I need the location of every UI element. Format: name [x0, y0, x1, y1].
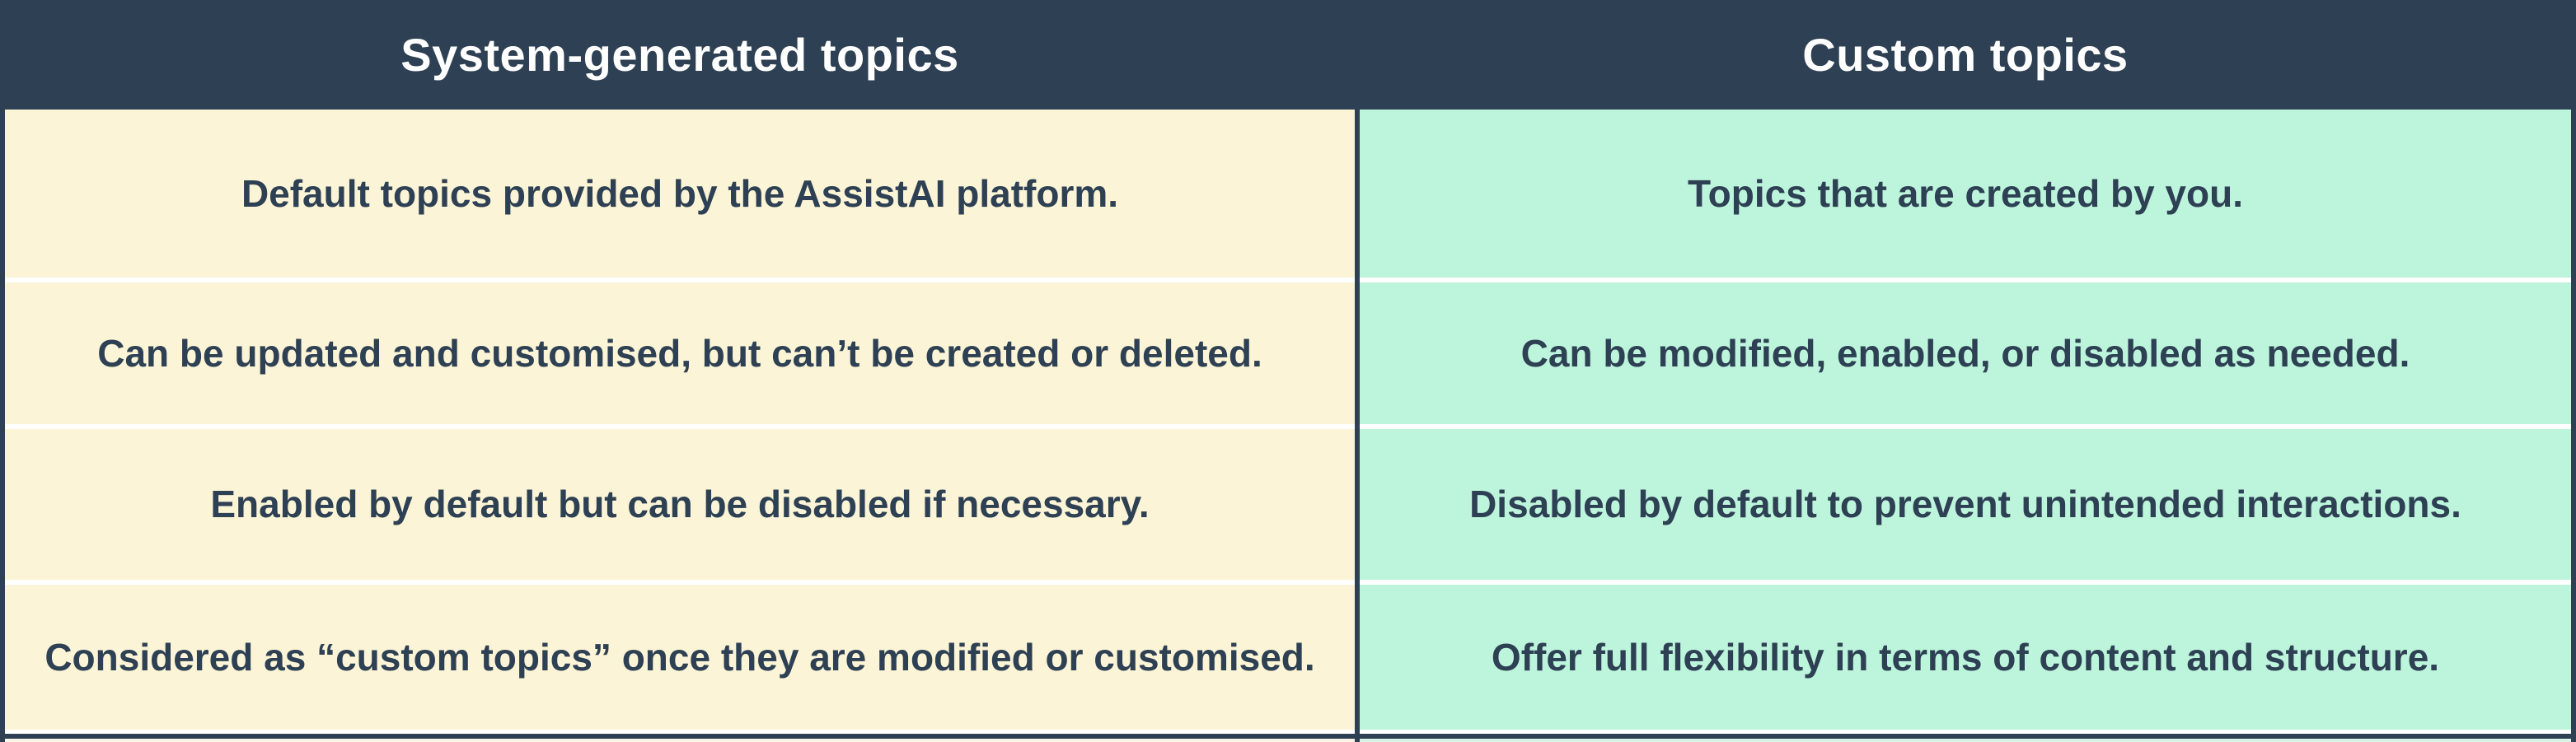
table-header-row: System-generated topics Custom topics	[0, 0, 2576, 110]
column-header-custom-topics: Custom topics	[1802, 29, 2129, 81]
system-cell-row4: Considered as “custom topics” once they …	[5, 585, 1355, 730]
system-cell-row2: Can be updated and customised, but can’t…	[5, 282, 1355, 424]
system-cell-row1: Default topics provided by the AssistAI …	[5, 110, 1355, 278]
custom-cell-row3: Disabled by default to prevent unintende…	[1360, 429, 2571, 580]
system-generated-column: Default topics provided by the AssistAI …	[5, 110, 1355, 742]
custom-cell-row4: Offer full flexibility in terms of conte…	[1360, 585, 2571, 730]
custom-cell-row1: Topics that are created by you.	[1360, 110, 2571, 278]
custom-topics-column: Topics that are created by you. Can be m…	[1360, 110, 2571, 742]
custom-cell-row2: Can be modified, enabled, or disabled as…	[1360, 282, 2571, 424]
column-header-system-generated-topics: System-generated topics	[400, 29, 959, 81]
system-next-row-sliver	[5, 734, 1355, 742]
system-cell-row3: Enabled by default but can be disabled i…	[5, 429, 1355, 580]
custom-next-row-sliver	[1360, 734, 2571, 742]
table-body: Default topics provided by the AssistAI …	[0, 110, 2576, 742]
